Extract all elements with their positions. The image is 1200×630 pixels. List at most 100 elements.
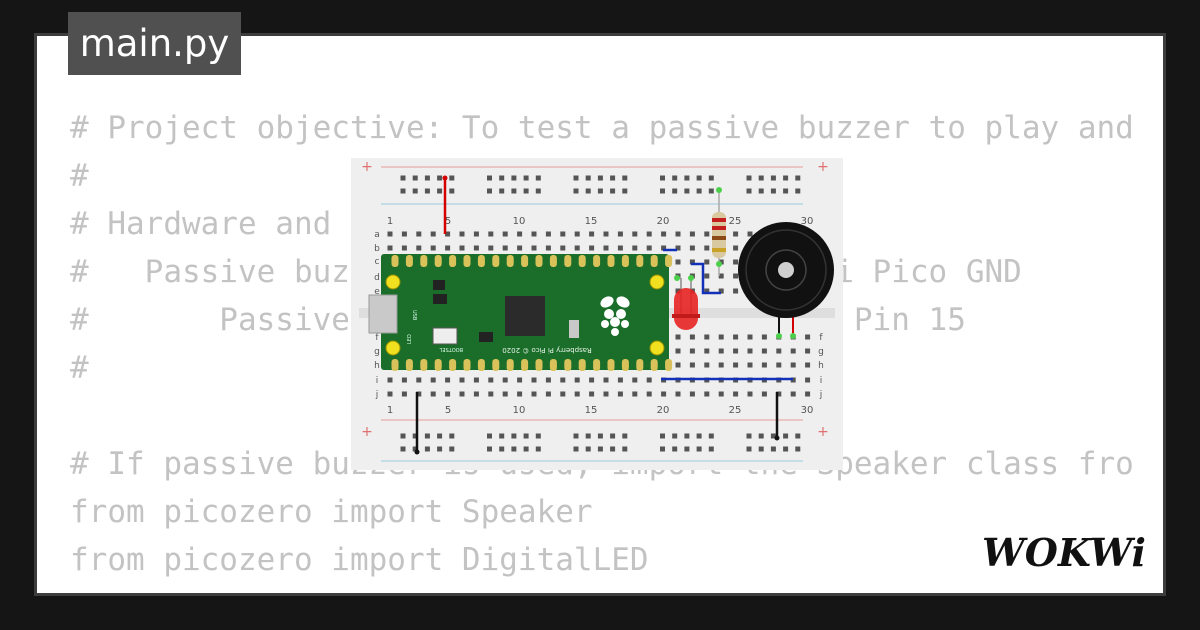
breadboard-hole[interactable] xyxy=(400,188,406,194)
breadboard-hole[interactable] xyxy=(473,391,479,397)
breadboard-hole[interactable] xyxy=(445,377,451,383)
breadboard-hole[interactable] xyxy=(603,231,609,237)
breadboard-hole[interactable] xyxy=(387,391,393,397)
breadboard-hole[interactable] xyxy=(511,446,517,452)
breadboard-hole[interactable] xyxy=(430,377,436,383)
breadboard-hole[interactable] xyxy=(672,446,678,452)
breadboard-hole[interactable] xyxy=(412,188,418,194)
breadboard-hole[interactable] xyxy=(622,188,628,194)
breadboard-hole[interactable] xyxy=(805,362,811,368)
breadboard-hole[interactable] xyxy=(805,391,811,397)
breadboard-hole[interactable] xyxy=(387,231,393,237)
breadboard-hole[interactable] xyxy=(622,433,628,439)
breadboard-hole[interactable] xyxy=(603,377,609,383)
breadboard-hole[interactable] xyxy=(412,433,418,439)
breadboard-hole[interactable] xyxy=(675,362,681,368)
breadboard-hole[interactable] xyxy=(696,188,702,194)
breadboard-hole[interactable] xyxy=(387,377,393,383)
breadboard-hole[interactable] xyxy=(704,231,710,237)
breadboard-hole[interactable] xyxy=(400,446,406,452)
breadboard-hole[interactable] xyxy=(684,433,690,439)
breadboard-hole[interactable] xyxy=(416,377,422,383)
breadboard-hole[interactable] xyxy=(412,175,418,181)
breadboard-hole[interactable] xyxy=(487,446,492,452)
breadboard-hole[interactable] xyxy=(733,348,739,354)
breadboard-hole[interactable] xyxy=(545,245,551,251)
breadboard-hole[interactable] xyxy=(783,446,789,452)
breadboard-hole[interactable] xyxy=(617,391,623,397)
breadboard-hole[interactable] xyxy=(718,273,724,279)
breadboard-hole[interactable] xyxy=(733,245,739,251)
breadboard-hole[interactable] xyxy=(597,188,603,194)
breadboard-hole[interactable] xyxy=(487,188,492,194)
breadboard-hole[interactable] xyxy=(689,348,695,354)
breadboard-hole[interactable] xyxy=(424,188,430,194)
breadboard-hole[interactable] xyxy=(660,433,665,439)
breadboard-hole[interactable] xyxy=(560,377,566,383)
breadboard-hole[interactable] xyxy=(430,231,436,237)
breadboard-hole[interactable] xyxy=(761,334,767,340)
breadboard-hole[interactable] xyxy=(523,433,529,439)
breadboard-hole[interactable] xyxy=(545,231,551,237)
breadboard-hole[interactable] xyxy=(704,391,710,397)
breadboard-hole[interactable] xyxy=(437,446,443,452)
breadboard-hole[interactable] xyxy=(761,362,767,368)
breadboard-hole[interactable] xyxy=(672,188,678,194)
breadboard-hole[interactable] xyxy=(622,175,628,181)
breadboard-hole[interactable] xyxy=(449,446,455,452)
breadboard-hole[interactable] xyxy=(696,175,702,181)
breadboard-hole[interactable] xyxy=(589,245,595,251)
breadboard-hole[interactable] xyxy=(400,175,406,181)
breadboard-hole[interactable] xyxy=(459,377,465,383)
breadboard-hole[interactable] xyxy=(437,188,443,194)
breadboard-hole[interactable] xyxy=(758,188,764,194)
breadboard-hole[interactable] xyxy=(597,446,603,452)
breadboard-hole[interactable] xyxy=(632,245,638,251)
breadboard-hole[interactable] xyxy=(585,188,591,194)
breadboard-hole[interactable] xyxy=(610,188,616,194)
breadboard-hole[interactable] xyxy=(416,391,422,397)
breadboard-hole[interactable] xyxy=(437,175,443,181)
breadboard-hole[interactable] xyxy=(445,231,451,237)
breadboard-hole[interactable] xyxy=(617,231,623,237)
breadboard-hole[interactable] xyxy=(660,175,665,181)
breadboard-hole[interactable] xyxy=(560,391,566,397)
breadboard-hole[interactable] xyxy=(646,391,652,397)
breadboard-hole[interactable] xyxy=(511,433,517,439)
breadboard-hole[interactable] xyxy=(733,231,739,237)
file-tab[interactable]: main.py xyxy=(68,12,241,75)
breadboard-hole[interactable] xyxy=(459,231,465,237)
breadboard-hole[interactable] xyxy=(499,446,505,452)
breadboard-hole[interactable] xyxy=(746,188,752,194)
breadboard-hole[interactable] xyxy=(770,188,776,194)
breadboard-hole[interactable] xyxy=(632,391,638,397)
breadboard-hole[interactable] xyxy=(610,175,616,181)
breadboard-hole[interactable] xyxy=(560,245,566,251)
breadboard-hole[interactable] xyxy=(610,433,616,439)
breadboard-hole[interactable] xyxy=(783,175,789,181)
breadboard-hole[interactable] xyxy=(704,273,710,279)
breadboard-hole[interactable] xyxy=(672,433,678,439)
breadboard-hole[interactable] xyxy=(573,446,579,452)
breadboard-hole[interactable] xyxy=(424,433,430,439)
breadboard-hole[interactable] xyxy=(661,231,667,237)
breadboard-hole[interactable] xyxy=(770,175,776,181)
breadboard-hole[interactable] xyxy=(805,377,811,383)
breadboard-hole[interactable] xyxy=(770,446,776,452)
breadboard-hole[interactable] xyxy=(776,348,782,354)
breadboard-hole[interactable] xyxy=(430,391,436,397)
breadboard-hole[interactable] xyxy=(400,433,406,439)
breadboard-hole[interactable] xyxy=(718,362,724,368)
breadboard-hole[interactable] xyxy=(746,433,752,439)
breadboard-hole[interactable] xyxy=(646,245,652,251)
breadboard-hole[interactable] xyxy=(401,245,407,251)
breadboard-hole[interactable] xyxy=(758,446,764,452)
breadboard-hole[interactable] xyxy=(632,231,638,237)
breadboard-hole[interactable] xyxy=(412,446,418,452)
breadboard-hole[interactable] xyxy=(502,231,508,237)
breadboard-hole[interactable] xyxy=(401,391,407,397)
breadboard-hole[interactable] xyxy=(718,348,724,354)
breadboard-hole[interactable] xyxy=(488,245,494,251)
breadboard-hole[interactable] xyxy=(531,377,537,383)
breadboard-hole[interactable] xyxy=(574,231,580,237)
